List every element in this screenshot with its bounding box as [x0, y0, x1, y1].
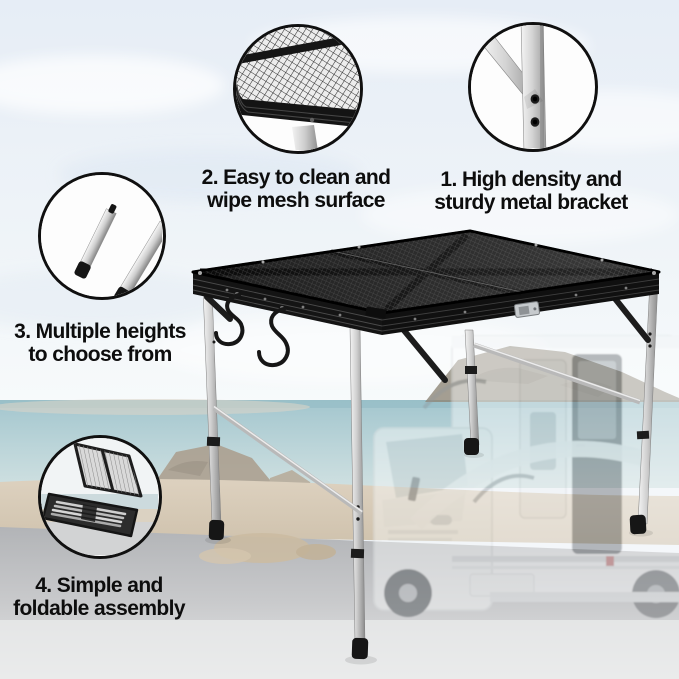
cross-braces — [212, 342, 641, 516]
callout-metal-bracket — [468, 22, 598, 152]
table-mesh-top — [191, 229, 661, 315]
folded-table-illustration — [41, 442, 143, 538]
callout-height-poles — [38, 172, 166, 300]
feature-label-line: to choose from — [28, 343, 172, 366]
distant-shore — [0, 399, 310, 415]
feature-label-4: 4. Simple and foldable assembly — [0, 574, 214, 620]
feature-label-line: 1. High density and — [440, 168, 622, 191]
fold-latch — [513, 301, 540, 318]
table-leg-stub — [292, 125, 318, 150]
folded-table-icon — [41, 438, 158, 555]
height-extension-poles-icon — [41, 175, 162, 296]
callout-mesh-surface — [233, 24, 363, 154]
table-rim-closeup — [236, 83, 358, 127]
sand-mound — [199, 533, 336, 564]
s-hook — [214, 293, 245, 347]
rv-headlight — [430, 515, 452, 525]
feature-label-line: sturdy metal bracket — [434, 191, 628, 214]
s-hooks — [214, 292, 290, 368]
feature-label-3: 3. Multiple heights to choose from — [0, 320, 215, 366]
feature-label-line: 2. Easy to clean and — [201, 166, 391, 189]
feature-label-2: 2. Easy to clean and wipe mesh surface — [181, 166, 411, 212]
rv-mirror — [407, 476, 421, 502]
rv-tail-light — [606, 556, 614, 566]
rv-awning-swoosh — [410, 440, 651, 530]
mesh-surface-closeup-icon — [236, 27, 359, 150]
feature-label-line: wipe mesh surface — [207, 189, 385, 212]
table-legs — [202, 279, 659, 660]
s-hook — [257, 307, 290, 368]
extension-pole — [74, 204, 117, 279]
vertical-leg — [520, 25, 547, 148]
product-table-image — [191, 229, 661, 665]
rim-clip — [365, 306, 387, 319]
metal-bracket-closeup-icon — [471, 25, 594, 148]
extension-pole — [112, 216, 162, 296]
callout-foldable — [38, 435, 162, 559]
rim-rivets — [225, 286, 628, 321]
rv-image — [373, 335, 679, 618]
rv-windshield — [386, 434, 468, 498]
feature-label-line: 4. Simple and — [35, 574, 163, 597]
feature-label-line: 3. Multiple heights — [14, 320, 186, 343]
feature-label-1: 1. High density and sturdy metal bracket — [416, 168, 646, 214]
feature-label-line: foldable assembly — [13, 597, 185, 620]
